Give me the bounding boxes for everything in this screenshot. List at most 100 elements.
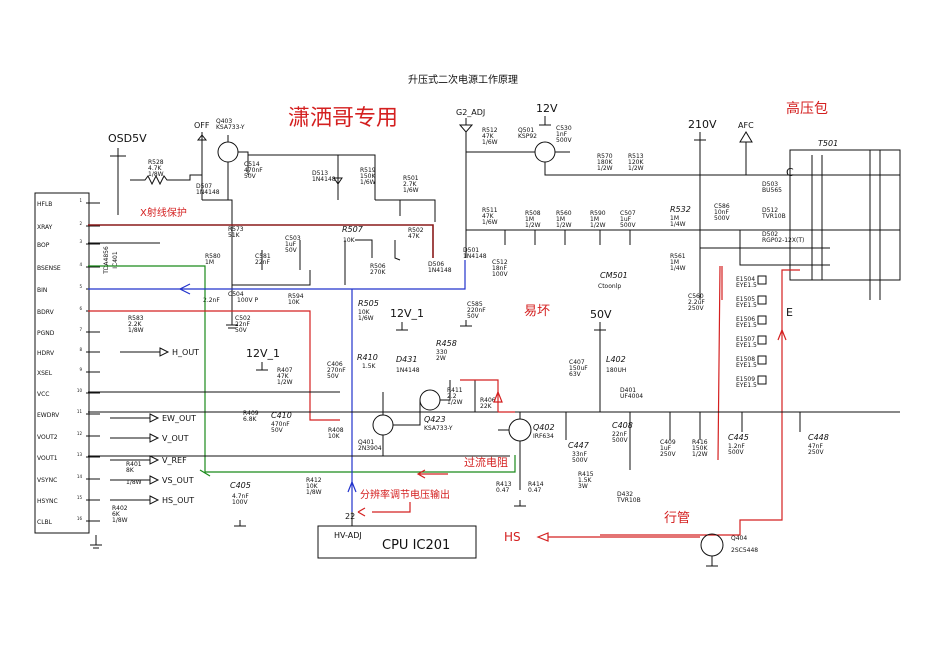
overcurrent-label: 过流电阻 [464, 455, 508, 469]
d512-ref: D512 [762, 207, 778, 214]
c409-ref: C409 [660, 439, 676, 446]
r519-ref: R519 [360, 167, 376, 174]
ic401-pin-number: 1 [79, 198, 82, 203]
output-label: HS_OUT [162, 496, 194, 505]
output-arrow [110, 455, 160, 465]
r501-val: 2.7K [403, 181, 418, 188]
ic401-pin-number: 15 [77, 495, 83, 500]
output-label: EW_OUT [162, 414, 196, 423]
d503-val: BU565 [762, 187, 782, 194]
r411-rate: 1/2W [447, 399, 463, 406]
t501-tap-ref: E1504 [736, 276, 755, 283]
r580-ref: R580 [205, 253, 221, 260]
flyback-label: 高压包 [786, 100, 828, 117]
t501-tap-value: EYE1.5 [736, 342, 757, 349]
c586-val: 10nF [714, 209, 729, 216]
r573-val: 51K [228, 232, 241, 239]
r580-val: 1M [205, 259, 214, 266]
r502-val: 47K [408, 233, 421, 240]
t501-tap-box [757, 315, 767, 325]
r407-ref: R407 [277, 367, 293, 374]
r561-ref: R561 [670, 253, 686, 260]
r532-val: 1M [670, 215, 679, 222]
l402-val: 180UH [606, 367, 626, 374]
c448-ref: C448 [808, 433, 829, 442]
c507-rate: 500V [620, 222, 636, 229]
cpu-ic201-box [317, 525, 477, 559]
r409-val: 6.8K [243, 416, 258, 423]
r561-val: 1M [670, 259, 679, 266]
r560-ref: R560 [556, 210, 572, 217]
ic401-pin-label: VSYNC [37, 477, 57, 484]
d506-val: 1N4148 [428, 267, 452, 274]
d512-val: TVR10B [761, 213, 786, 220]
q423-transistor [419, 389, 441, 411]
d431-ref: D431 [396, 355, 417, 364]
r513-val: 120K [628, 159, 644, 166]
c408-ref: C408 [612, 421, 633, 430]
r583-val: 2.2K [128, 321, 143, 328]
ic401-pin-label: BDRV [37, 309, 55, 316]
r416-ref: R416 [692, 439, 708, 446]
c410-val: 470nF [271, 421, 290, 428]
r505-rate: 1/6W [358, 315, 374, 322]
t501-tap-box [757, 275, 767, 285]
c410-ref: C410 [271, 411, 292, 420]
easy-fail-label: 易坏 [524, 304, 550, 319]
d501-val: 1N4148 [463, 253, 487, 260]
q402-transistor [508, 418, 532, 442]
hout-tube-label: 行管 [664, 511, 690, 526]
g2-adj-label: G2_ADJ [456, 108, 485, 117]
r506-ref: R506 [370, 263, 386, 270]
r590-val: 1M [590, 216, 599, 223]
q402-part: IRF634 [533, 433, 554, 440]
r508-rate: 1/2W [525, 222, 541, 229]
output-label: V_OUT [162, 434, 189, 443]
c447-ref: C447 [568, 441, 590, 450]
r458-val: 330 [436, 349, 448, 356]
r594-ref: R594 [288, 293, 304, 300]
output-arrow [110, 413, 160, 423]
c406-rate: 50V [327, 373, 340, 380]
r511-val: 47K [482, 213, 495, 220]
r411-val: 2.2 [447, 393, 457, 400]
ic401-pin-label: BOP [37, 242, 50, 249]
r402-rate: 1/8W [112, 517, 128, 524]
c407-val: 150uF [569, 365, 588, 372]
d501-ref: D501 [463, 247, 479, 254]
output-label: V_REF [162, 456, 187, 465]
r401-rate: 1/8W [126, 479, 142, 486]
r573-ref: R573 [228, 226, 244, 233]
r412-ref: R412 [306, 477, 322, 484]
ic401-block: TDA4856 IC401 HFLB1XRAY2BOP3BSENSE4BIN5B… [34, 192, 119, 534]
r561-rate: 1/4W [670, 265, 686, 272]
c560-val: 2.2uF [688, 299, 705, 306]
d502-val: RGP02-12X(T) [762, 237, 804, 244]
r411-ref: R411 [447, 387, 463, 394]
t501-tap-value: EYE1.5 [736, 362, 757, 369]
r583-rate: 1/8W [128, 327, 144, 334]
r401-val: 8K [126, 467, 135, 474]
ic401-pin-number: 9 [79, 367, 82, 372]
t501-pin-e: E [786, 306, 793, 319]
output-arrow [120, 347, 170, 357]
c502-val: 22nF [235, 321, 250, 328]
xray-line [88, 224, 434, 258]
r570-ref: R570 [597, 153, 613, 160]
r511-rate: 1/6W [482, 219, 498, 226]
r508-val: 1M [525, 216, 534, 223]
v12-1-label-b: 12V_1 [246, 347, 280, 360]
r513-ref: R513 [628, 153, 644, 160]
c407-ref: C407 [569, 359, 585, 366]
c406-val: 270nF [327, 367, 346, 374]
c585-rate: 50V [467, 313, 480, 320]
c408-rate: 500V [612, 437, 628, 444]
q403-transistor [217, 141, 239, 163]
r458-rate: 2W [436, 355, 446, 362]
ic401-pin-number: 5 [79, 284, 82, 289]
c530-ref: C530 [556, 125, 572, 132]
c445-ref: C445 [728, 433, 749, 442]
d401-val: UF4004 [620, 393, 643, 400]
d502-ref: D502 [762, 231, 778, 238]
c405-val: 4.7nF [232, 493, 249, 500]
